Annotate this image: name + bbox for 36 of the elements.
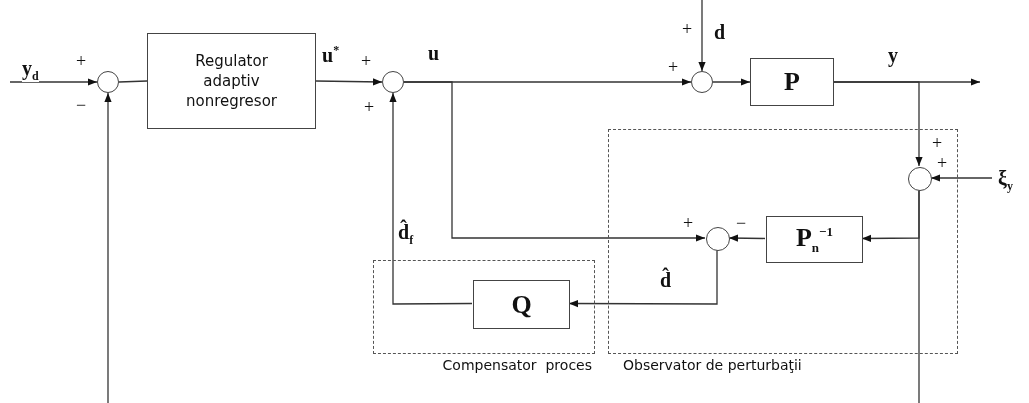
arrow [712,78,751,86]
block-box: P [750,58,834,106]
arrow [698,0,706,72]
sign-label: + [364,98,375,116]
arrow [403,81,706,242]
sign-label: + [76,52,87,70]
block-box: Regulator adaptiv nonregresor [147,33,316,129]
sign-label: + [932,134,943,152]
sign-label: + [682,20,693,38]
summing-junction [908,167,932,191]
arrow [728,234,766,242]
sign-label: − [76,96,87,114]
summing-junction [706,227,730,251]
arrow [104,92,112,403]
signal-line [918,189,920,403]
arrow [930,174,993,182]
arrow [9,78,98,86]
summing-junction [382,71,404,93]
edge-label: d [714,22,726,42]
sign-label: + [361,52,372,70]
summing-junction [97,71,119,93]
signal-line [118,80,148,83]
sign-label: − [736,214,747,232]
group-caption: Compensator proces [442,357,592,373]
sign-label: + [683,214,694,232]
sign-label: + [937,154,948,172]
sign-label: + [668,58,679,76]
summing-junction [691,71,713,93]
edge-label: ξ$_{y}$ [998,168,1013,192]
arrow [315,78,383,86]
arrow [833,81,923,167]
arrow [389,92,473,305]
arrow [568,249,718,308]
group-caption: Observator de perturbaţii [623,357,802,373]
edge-label: u$^{*}$ [322,44,340,65]
block-box: Q [473,280,570,329]
